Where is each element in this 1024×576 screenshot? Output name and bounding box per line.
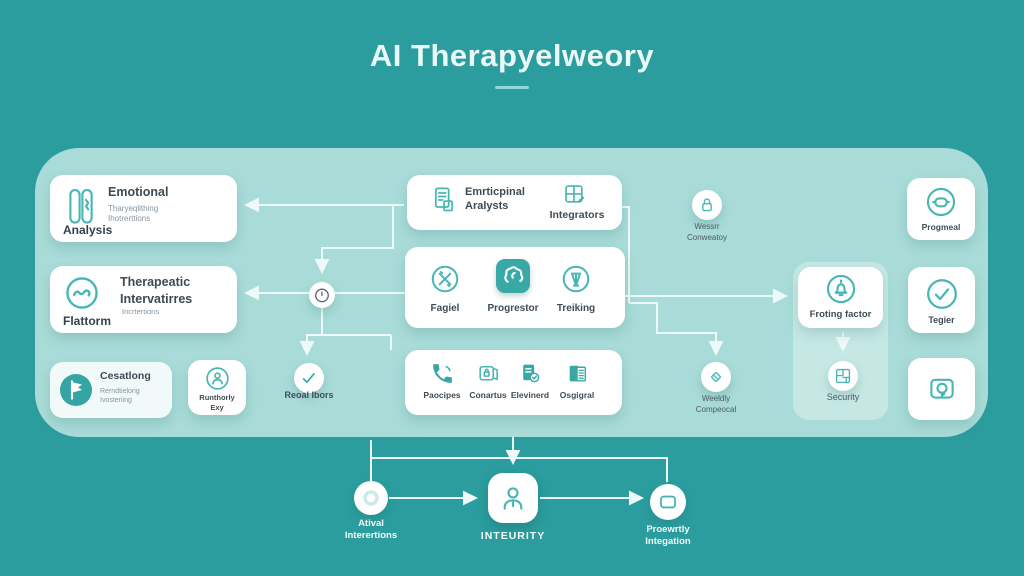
card-cessation: Cesatlong Rerndtielorig Ivosteriing	[50, 362, 172, 418]
card-caption: Analysis	[63, 223, 113, 237]
card-subtext: Rerndtielorig	[100, 388, 140, 395]
card-subtext: Tharyeqlithing	[108, 204, 159, 213]
clock-node	[309, 282, 335, 308]
card-tracking: Fagiel Progrestor Treiking	[405, 247, 625, 328]
card-subtext: Ivosteriing	[100, 397, 132, 404]
card-label: Exy	[210, 403, 224, 412]
lock-node	[692, 190, 722, 220]
card-lock-icon	[479, 365, 498, 381]
check-node	[294, 363, 324, 393]
clock-icon	[315, 288, 329, 303]
brain-icon	[69, 188, 93, 224]
card-label: Runthorly	[199, 393, 235, 402]
inteurity-label: INTEURITY	[480, 530, 546, 542]
card-runthorly: Runthorly Exy	[188, 360, 246, 415]
card-monitor	[908, 358, 975, 420]
person-circle-icon	[206, 367, 229, 390]
documents-icon	[569, 365, 587, 382]
card-title: Emotional	[108, 185, 169, 199]
item-label: Elevinerd	[510, 390, 550, 400]
card-therapeutic-platform: Therapeatic Intervatirres Incrtertions F…	[50, 266, 237, 333]
floorplan-icon	[835, 368, 851, 384]
card-emotional-analysis: Emotional Tharyeqlithing Ihotrerttions A…	[50, 175, 237, 242]
ring-icon	[363, 490, 379, 506]
item-label: Fagiel	[430, 303, 460, 314]
card-froting-factor: Froting factor	[798, 267, 883, 328]
proewrtly-label: Proewrtly	[646, 524, 690, 535]
atival-label: Interertions	[344, 530, 398, 541]
card-caption: Flattorm	[63, 314, 111, 328]
document-icon	[434, 187, 454, 212]
weeldly-node-label: Compeocal	[695, 405, 737, 414]
pot-icon	[926, 187, 956, 217]
item-label: Osgigral	[559, 390, 595, 400]
screen-icon	[660, 495, 676, 509]
card-emotional-analysis-center: Emrticpinal Aralysts Integrators	[407, 175, 622, 230]
card-title: Cesatlong	[100, 370, 151, 382]
card-title: Emrticpinal	[465, 186, 525, 198]
atival-label: Atival	[358, 518, 384, 529]
check-node-label: Reoal Ibors	[284, 390, 334, 400]
lock-node-label: Conweatoy	[686, 233, 728, 242]
card-label: Froting factor	[809, 309, 872, 320]
security-node	[828, 361, 858, 391]
flag-icon	[60, 374, 92, 406]
card-subtext: Ihotrerttions	[108, 214, 151, 223]
phone-icon	[433, 364, 452, 383]
inteurity-node	[488, 473, 538, 523]
document-badge-icon	[523, 364, 540, 383]
card-channels: Paocipes Conartus Elevinerd Osgigral	[405, 350, 622, 415]
card-label: Tegier	[928, 315, 955, 325]
check-icon	[302, 373, 315, 383]
platform-icon	[66, 277, 98, 309]
bell-icon	[826, 274, 856, 304]
item-label: Paocipes	[423, 390, 461, 400]
card-label: Progmeal	[921, 222, 961, 232]
proewrtly-node	[650, 484, 686, 520]
crossed-tools-icon	[431, 265, 459, 293]
page-title: AI Therapyelweory	[369, 38, 655, 73]
card-title: Therapeatic	[120, 275, 191, 289]
lock-node-label: Wessrr	[694, 222, 720, 231]
card-title-line2: Intervatirres	[120, 292, 193, 306]
card-progmeal: Progmeal	[907, 178, 975, 240]
proewrtly-label: Integation	[645, 536, 691, 547]
camera-screen-icon	[930, 378, 954, 399]
grid-pencil-icon	[565, 185, 585, 204]
check-circle-icon	[927, 279, 957, 309]
card-tegier: Tegier	[908, 267, 975, 333]
diamond-icon	[711, 372, 721, 382]
lock-icon	[702, 198, 712, 212]
person-icon	[503, 487, 523, 510]
item-label: Treiking	[556, 303, 596, 314]
atival-node	[354, 481, 388, 515]
weeldly-node	[701, 362, 731, 392]
item-label: Conartus	[469, 390, 507, 400]
weeldly-node-label: Weeldly	[701, 394, 731, 403]
security-node-label: Security	[826, 392, 860, 402]
item-label: Progrestor	[487, 303, 539, 314]
progress-brain-icon	[496, 259, 530, 293]
plant-whisk-icon	[562, 265, 590, 293]
integrators-label: Integrators	[549, 209, 605, 221]
card-subtext: Incrtertions	[122, 307, 160, 316]
title-underline	[495, 86, 529, 89]
card-title-line2: Aralysts	[465, 200, 509, 212]
